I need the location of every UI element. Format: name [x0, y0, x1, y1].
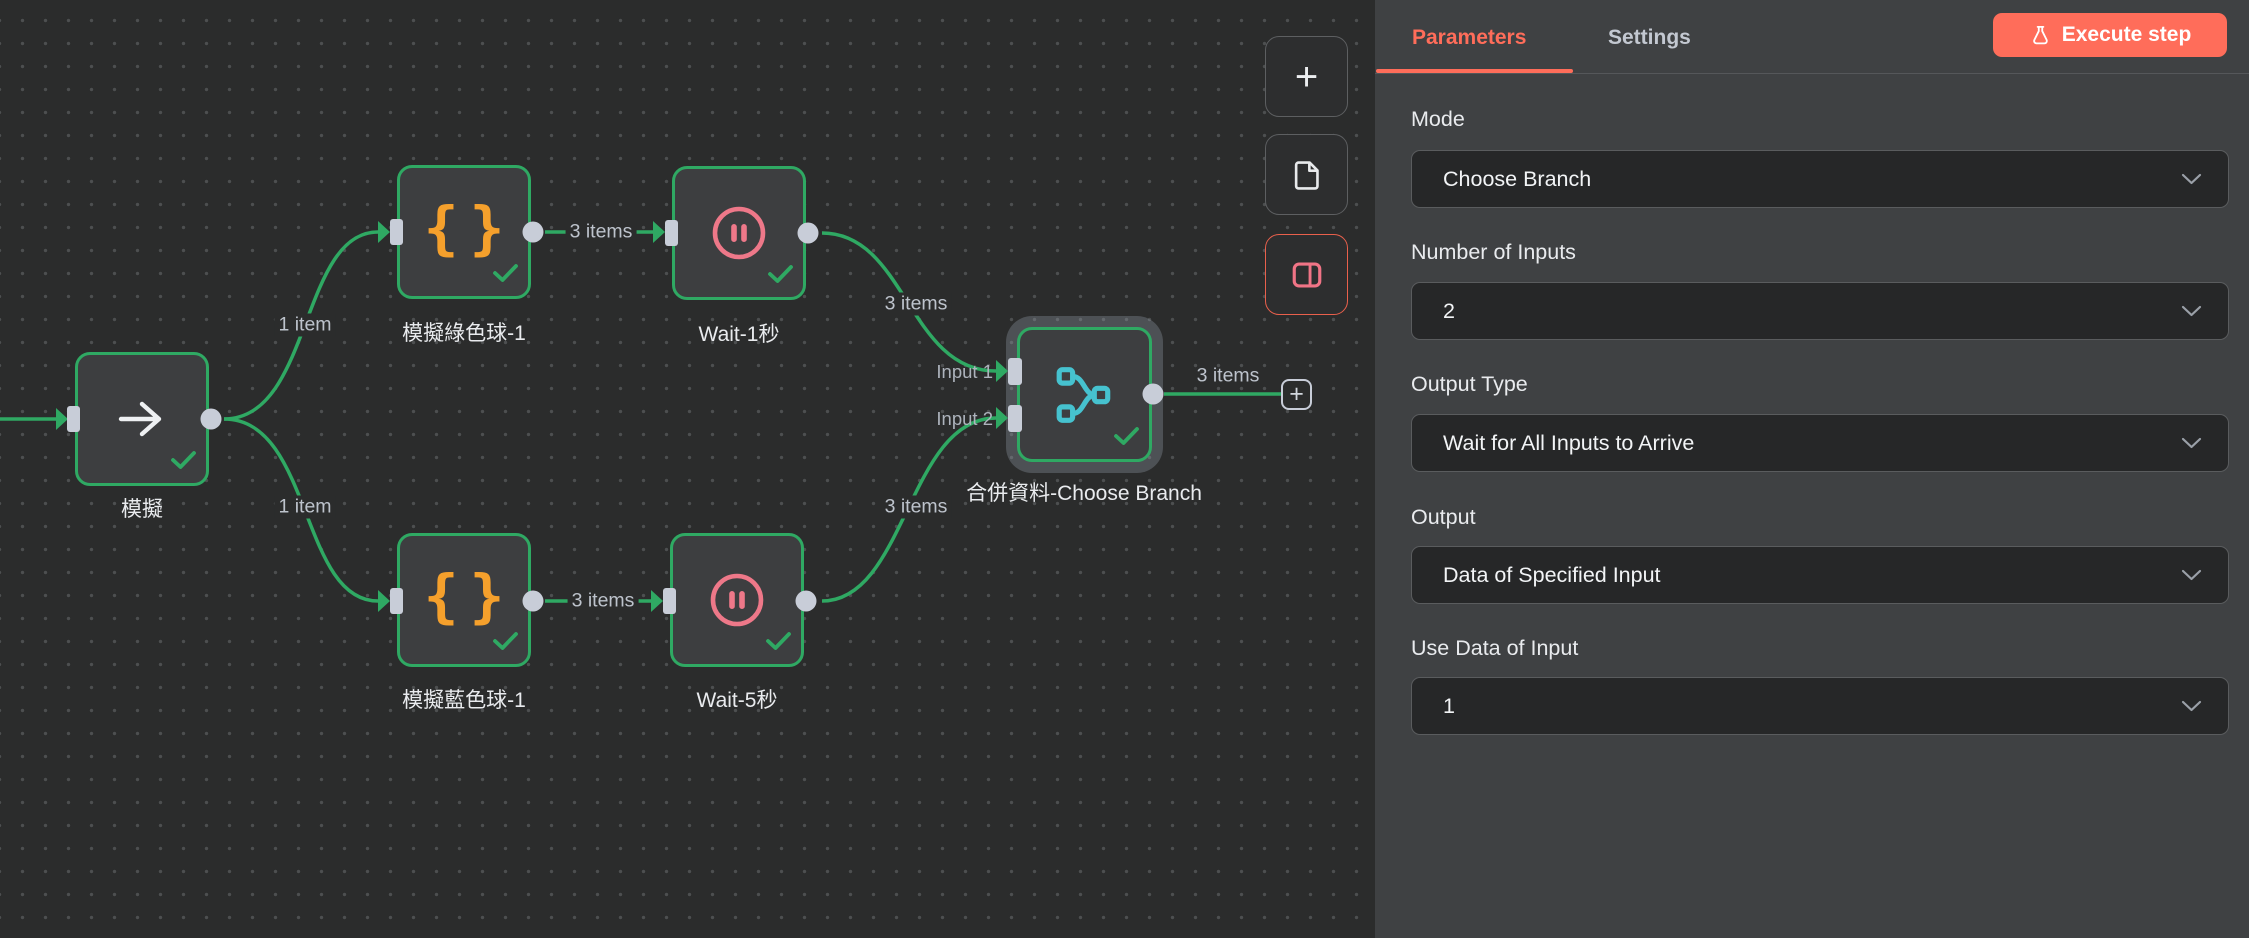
- plus-icon: +: [1294, 54, 1319, 99]
- node-green-ball[interactable]: {}: [397, 165, 531, 299]
- mode-value: Choose Branch: [1443, 166, 1592, 191]
- edge-count-label: 3 items: [880, 495, 952, 519]
- output-type-select[interactable]: Wait for All Inputs to Arrive: [1411, 414, 2229, 472]
- panel-layout-icon: [1292, 261, 1321, 288]
- chevron-down-icon: [2181, 173, 2202, 185]
- code-braces-icon: {}: [423, 562, 505, 630]
- success-check-icon: [493, 632, 518, 650]
- node-wait-1s[interactable]: [672, 166, 806, 300]
- edge-count-label: 3 items: [565, 220, 637, 244]
- chevron-down-icon: [2181, 700, 2202, 712]
- success-check-icon: [766, 632, 791, 650]
- success-check-icon: [493, 264, 518, 282]
- sticky-note-icon: [1294, 160, 1319, 190]
- flask-icon: [2032, 25, 2048, 44]
- chevron-down-icon: [2181, 569, 2202, 581]
- branch-merge-icon: [1056, 366, 1110, 423]
- node-wait-5s[interactable]: [670, 533, 804, 667]
- edge-count-label: 3 items: [1196, 364, 1260, 387]
- add-node-button[interactable]: +: [1265, 36, 1348, 117]
- use-data-of-input-select[interactable]: 1: [1411, 677, 2229, 735]
- mode-select[interactable]: Choose Branch: [1411, 150, 2229, 208]
- success-check-icon: [171, 451, 196, 469]
- success-check-icon: [768, 265, 793, 283]
- tab-settings[interactable]: Settings: [1608, 26, 1691, 49]
- pause-icon: [712, 206, 766, 260]
- code-braces-icon: {}: [423, 194, 505, 262]
- edge-count-label: 3 items: [567, 589, 639, 613]
- output-select[interactable]: Data of Specified Input: [1411, 546, 2229, 604]
- chevron-down-icon: [2181, 305, 2202, 317]
- number-of-inputs-select[interactable]: 2: [1411, 282, 2229, 340]
- number-of-inputs-value: 2: [1443, 298, 1455, 323]
- success-check-icon: [1114, 427, 1139, 445]
- tab-parameters[interactable]: Parameters: [1412, 26, 1527, 49]
- node-label-merge: 合併資料-Choose Branch: [966, 482, 1202, 505]
- add-sticky-note-button[interactable]: [1265, 134, 1348, 215]
- output-value: Data of Specified Input: [1443, 562, 1661, 587]
- field-label-output-type: Output Type: [1411, 372, 1528, 396]
- output-type-value: Wait for All Inputs to Arrive: [1443, 430, 1695, 455]
- execute-step-label: Execute step: [2061, 23, 2192, 46]
- panel-header: Parameters Settings Execute step: [1375, 0, 2249, 74]
- pause-icon: [710, 573, 764, 627]
- field-label-number-of-inputs: Number of Inputs: [1411, 240, 1576, 264]
- merge-input2-label: Input 2: [936, 408, 993, 429]
- node-trigger[interactable]: [75, 352, 209, 486]
- use-data-of-input-value: 1: [1443, 693, 1455, 718]
- node-label-trigger: 模擬: [121, 498, 163, 521]
- workflow-canvas[interactable]: {} {}: [0, 0, 1375, 938]
- edge-count-label: 1 item: [274, 313, 336, 337]
- merge-input1-label: Input 1: [936, 361, 993, 382]
- toggle-panel-button[interactable]: [1265, 234, 1348, 315]
- node-details-panel: Parameters Settings Execute step Mode Ch…: [1375, 0, 2249, 938]
- arrow-right-icon: [118, 401, 162, 437]
- node-label-green-ball: 模擬綠色球-1: [402, 322, 526, 345]
- field-label-mode: Mode: [1411, 107, 1465, 131]
- node-merge-choose-branch[interactable]: [1017, 327, 1152, 462]
- field-label-use-data-of-input: Use Data of Input: [1411, 636, 1579, 660]
- field-label-output: Output: [1411, 505, 1476, 529]
- chevron-down-icon: [2181, 437, 2202, 449]
- node-label-wait-5s: Wait-5秒: [696, 689, 778, 712]
- node-label-wait-1s: Wait-1秒: [698, 323, 780, 346]
- node-blue-ball[interactable]: {}: [397, 533, 531, 667]
- edge-count-label: 3 items: [880, 292, 952, 316]
- edge-count-label: 1 item: [274, 495, 336, 519]
- execute-step-button[interactable]: Execute step: [1993, 13, 2227, 57]
- add-connected-node-button[interactable]: +: [1281, 379, 1312, 410]
- plus-icon: +: [1289, 380, 1304, 408]
- active-tab-underline: [1376, 69, 1573, 73]
- node-label-blue-ball: 模擬藍色球-1: [402, 689, 526, 712]
